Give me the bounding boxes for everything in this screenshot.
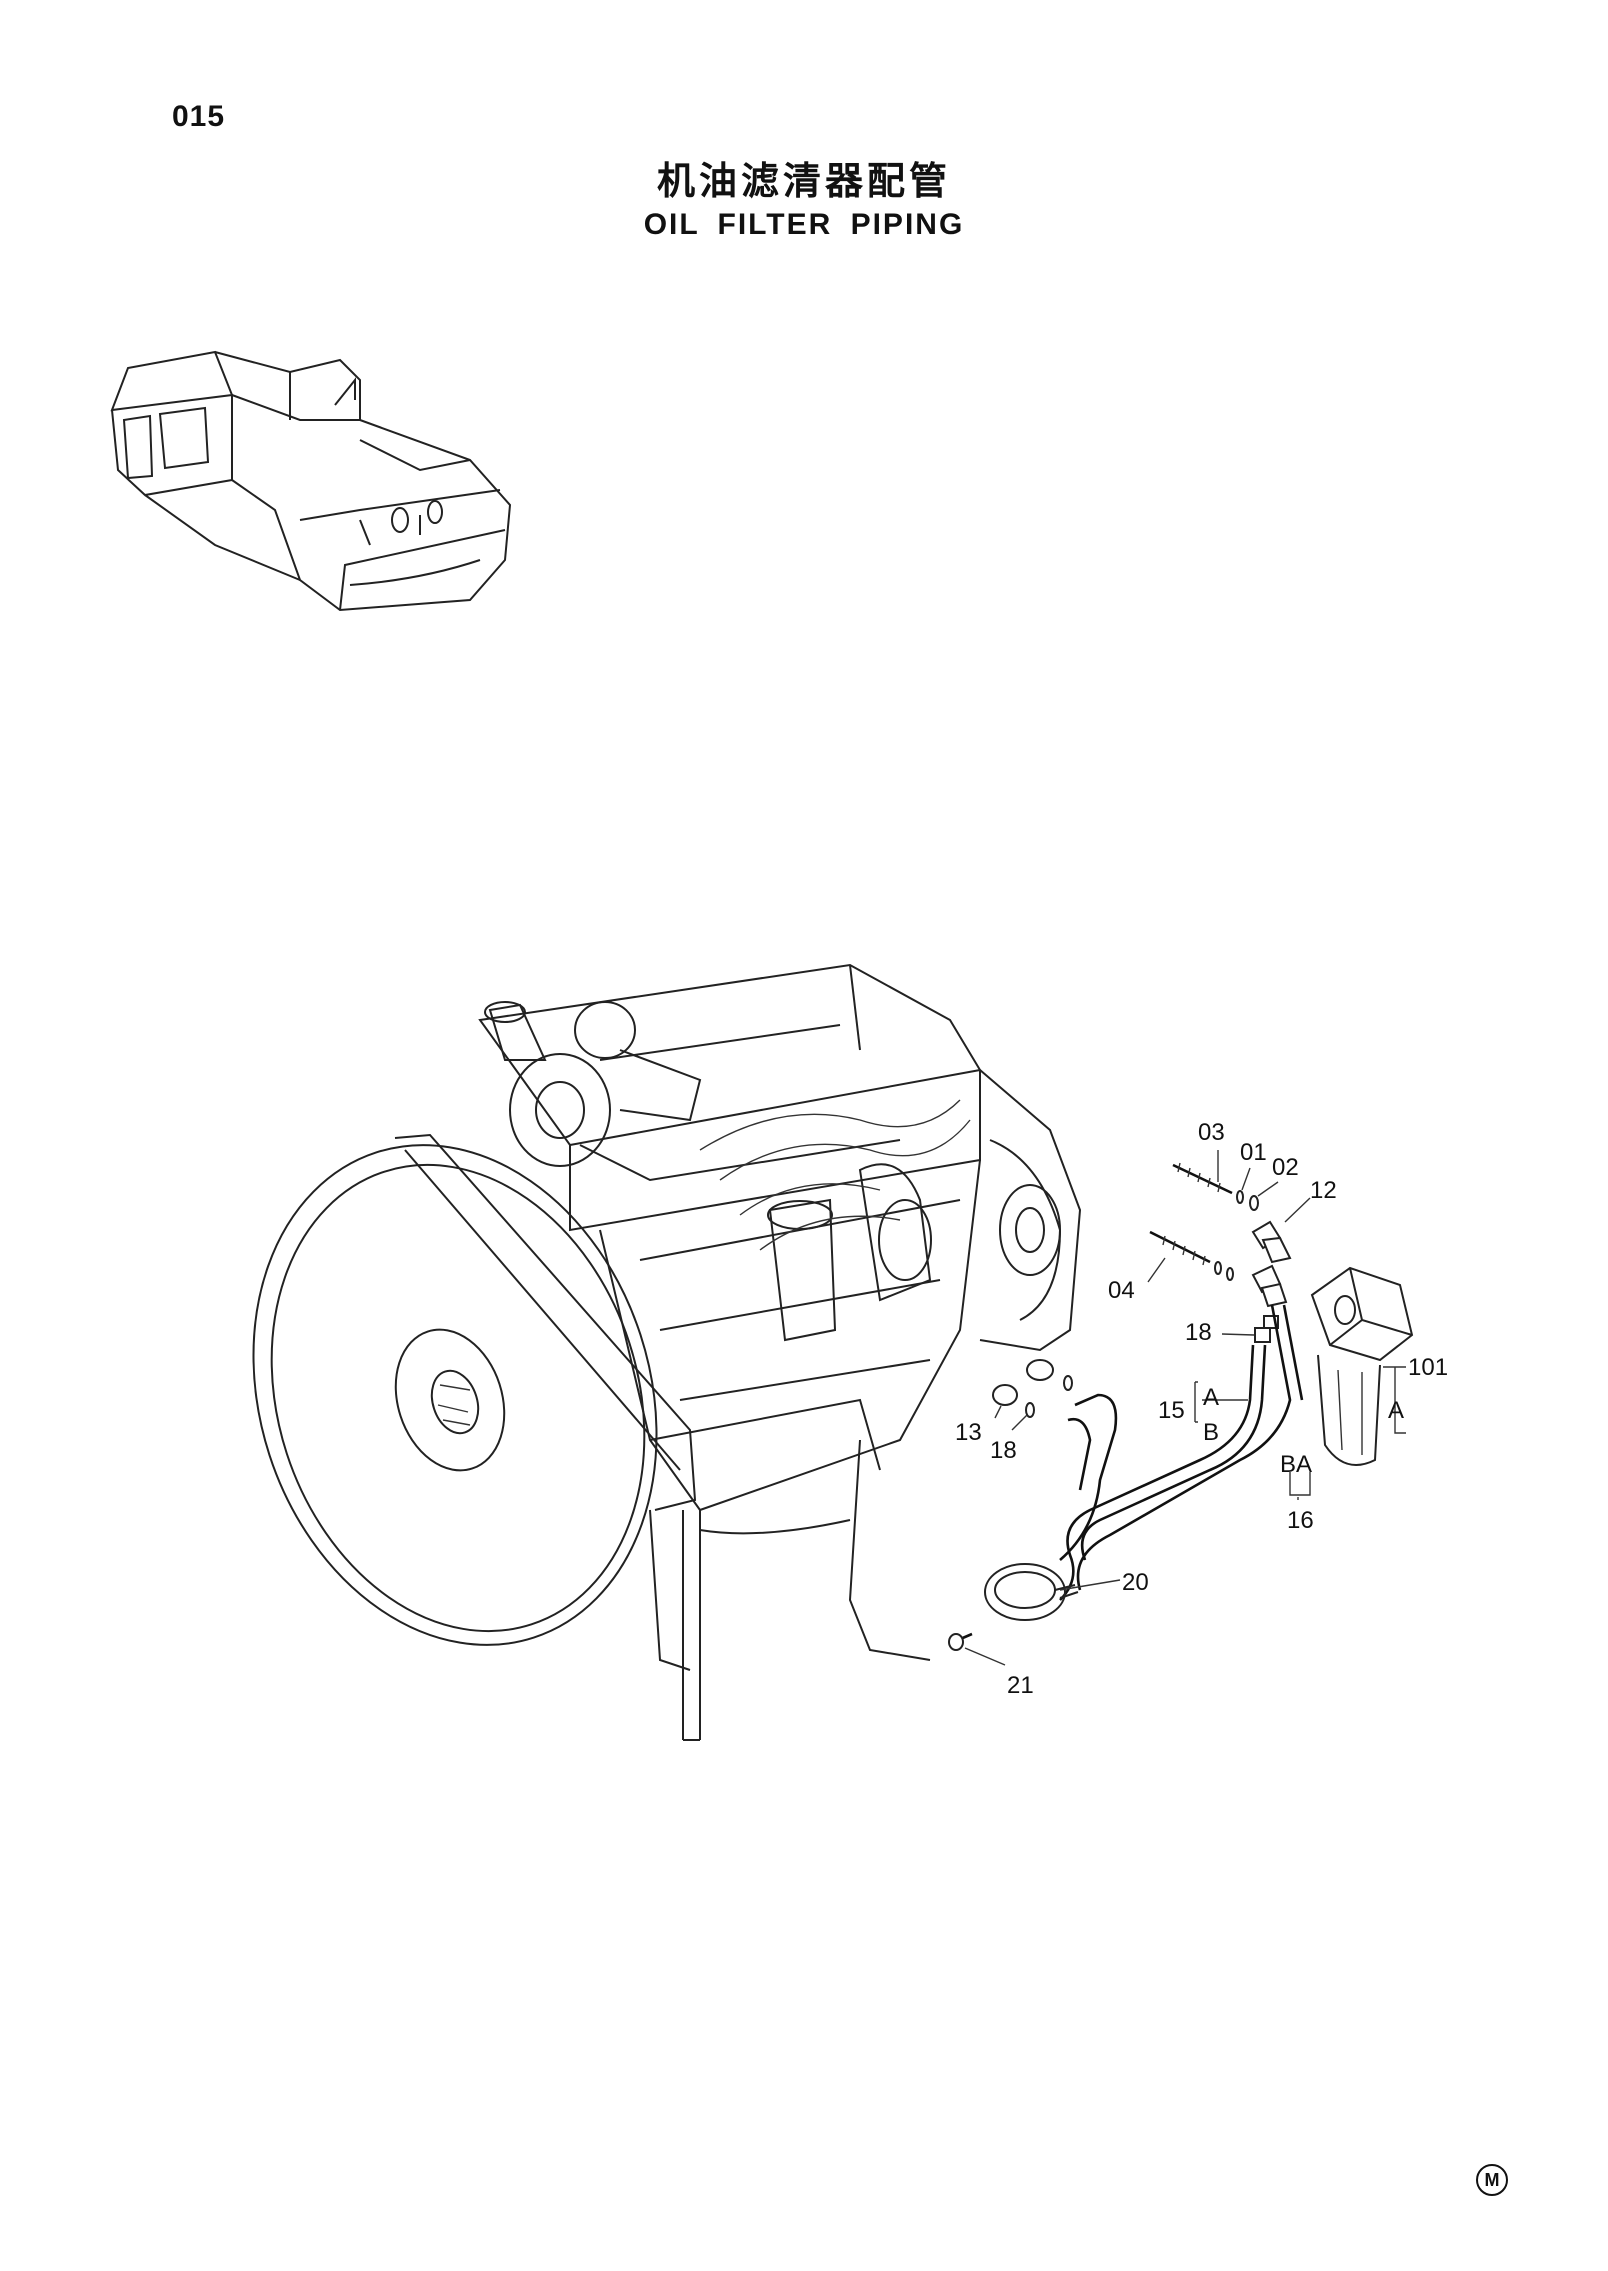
callout-12: 12 <box>1310 1177 1337 1204</box>
callout-02: 02 <box>1272 1154 1299 1181</box>
oil-filter-piping-parts <box>948 1162 1414 1651</box>
callout-21: 21 <box>1007 1672 1034 1699</box>
callout-15-b: B <box>1203 1419 1219 1446</box>
excavator-overview-drawing <box>110 350 512 612</box>
page-number: 015 <box>172 100 226 133</box>
callout-03: 03 <box>1198 1119 1225 1146</box>
callout-18-lower: 18 <box>990 1437 1017 1464</box>
callout-16: 16 <box>1287 1507 1314 1534</box>
callout-101-a: A <box>1388 1397 1404 1424</box>
callout-01: 01 <box>1240 1139 1267 1166</box>
callout-101: 101 <box>1408 1354 1448 1381</box>
leader-lines <box>964 1150 1406 1666</box>
callout-15-a: A <box>1203 1384 1219 1411</box>
callout-18-upper: 18 <box>1185 1319 1212 1346</box>
callout-04: 04 <box>1108 1277 1135 1304</box>
corner-mark: M <box>1476 2164 1508 2196</box>
callout-16-ba: BA <box>1280 1451 1312 1478</box>
callout-labels: 03 01 02 12 04 18 15 A B 101 A BA 16 13 … <box>955 1119 1448 1699</box>
title-english: OIL FILTER PIPING <box>643 208 965 241</box>
callout-15: 15 <box>1158 1397 1185 1424</box>
callout-13: 13 <box>955 1419 982 1446</box>
callout-20: 20 <box>1122 1569 1149 1596</box>
title-chinese: 机油滤清器配管 <box>656 159 951 203</box>
engine-assembly-drawing <box>252 963 1082 1741</box>
